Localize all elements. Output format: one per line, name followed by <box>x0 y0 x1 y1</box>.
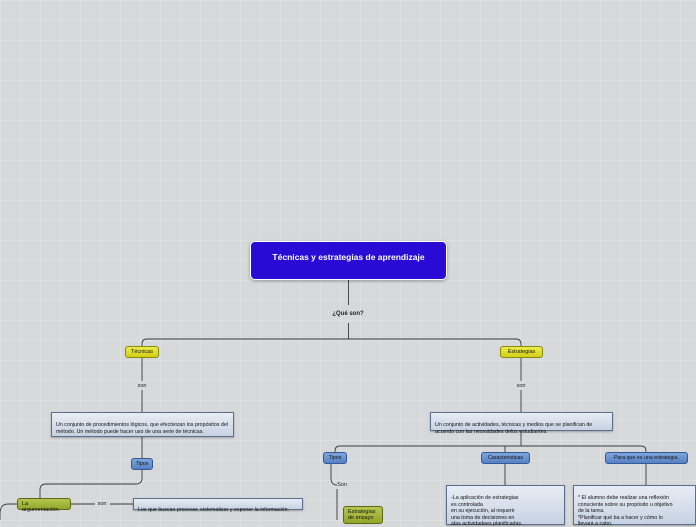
tecnicas-node[interactable]: Técnicas <box>125 346 159 358</box>
estrategias-label: Estrategias <box>507 349 536 355</box>
argumentacion-description[interactable]: Los que buscan procesar, sistematizar y … <box>133 498 303 514</box>
root-topic[interactable]: Técnicas y estrategias de aprendizaje <box>250 241 447 280</box>
estrategias-node[interactable]: Estrategias <box>500 346 543 358</box>
tecnicas-label: Técnicas <box>130 349 153 355</box>
estrategias-ensayo-node[interactable]: Estrategias de ensayo <box>343 506 383 524</box>
tecnicas-definition-text: Un conjunto de procedimientos lógicos, q… <box>56 422 228 435</box>
argumentacion-node[interactable]: La argumentación. <box>17 498 71 513</box>
caracteristicas-description-text: -La aplicación de estrategias es control… <box>451 495 523 527</box>
caracteristicas-node[interactable]: Caracteristicas <box>481 452 530 464</box>
para-que-label: Para que es una estrategia. <box>613 455 680 461</box>
estrategias-son-label: son <box>516 383 526 389</box>
para-que-description[interactable]: * El alumno debe realizar una reflexión … <box>573 485 696 527</box>
tecnicas-tipos-node[interactable]: Tipos <box>131 458 153 470</box>
caracteristicas-description[interactable]: -La aplicación de estrategias es control… <box>446 485 565 527</box>
tecnicas-son-label: son <box>137 383 147 389</box>
argumentacion-son-label: son <box>97 501 107 507</box>
root-title: Técnicas y estrategias de aprendizaje <box>272 252 425 262</box>
argumentacion-label: La argumentación. <box>22 501 60 513</box>
estrategias-definition[interactable]: Un conjunto de actividades, técnicas y m… <box>430 412 613 435</box>
estrategias-tipos-node[interactable]: Tipos <box>323 452 347 464</box>
tecnicas-definition[interactable]: Un conjunto de procedimientos lógicos, q… <box>51 412 234 437</box>
root-link-label: ¿Qué son? <box>332 311 364 317</box>
estrategias-ensayo-label: Estrategias de ensayo <box>348 509 376 521</box>
argumentacion-description-text: Los que buscan procesar, sistematizar y … <box>138 507 290 514</box>
para-que-description-text: * El alumno debe realizar una reflexión … <box>578 495 673 527</box>
para-que-node[interactable]: Para que es una estrategia. <box>605 452 688 464</box>
tecnicas-tipos-label: Tipos <box>135 461 149 467</box>
caracteristicas-label: Caracteristicas <box>487 455 524 461</box>
estrategias-tipos-son-label: Son <box>337 482 347 488</box>
estrategias-tipos-label: Tipos <box>328 455 342 461</box>
estrategias-definition-text: Un conjunto de actividades, técnicas y m… <box>435 422 593 435</box>
